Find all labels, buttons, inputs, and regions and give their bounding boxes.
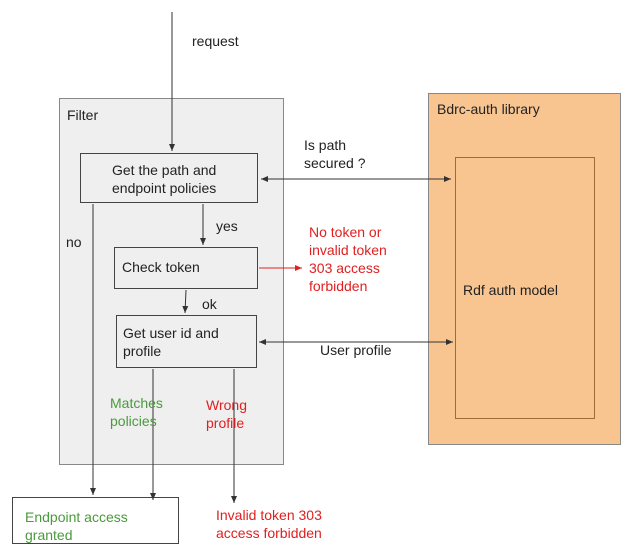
check-token-node (114, 247, 258, 289)
ok-arrow (182, 289, 189, 314)
endpoint-label-line2: granted (25, 527, 73, 543)
get-user-label-line2: profile (123, 343, 162, 359)
endpoint-label-line1: Endpoint access (25, 509, 128, 525)
check-token-label: Check token (122, 259, 200, 275)
matches-policies-line1: Matches (110, 395, 163, 411)
rdf-model-label: Rdf auth model (463, 282, 558, 298)
endpoint-access-node (12, 497, 179, 544)
invalid-token-line2: access forbidden (216, 525, 322, 541)
filter-title: Filter (67, 107, 99, 123)
yes-label: yes (216, 218, 238, 234)
get-user-node (116, 315, 257, 368)
get-path-node (80, 153, 258, 203)
rdf-auth-model-box (455, 157, 595, 419)
no-token-line1: No token or (309, 224, 382, 240)
is-path-secured-line2: secured ? (304, 155, 366, 171)
get-user-label-line1: Get user id and (123, 325, 219, 341)
invalid-token-line1: Invalid token 303 (216, 507, 322, 523)
library-title: Bdrc-auth library (437, 101, 540, 117)
no-token-line3: 303 access (309, 260, 380, 276)
ok-label: ok (202, 296, 217, 312)
user-profile-label: User profile (320, 342, 392, 358)
wrong-profile-line1: Wrong (206, 397, 247, 413)
get-path-label-line1: Get the path and (112, 162, 217, 178)
matches-policies-line2: policies (110, 413, 157, 429)
get-path-label-line2: endpoint policies (112, 180, 217, 196)
request-label: request (192, 33, 239, 49)
no-token-line2: invalid token (309, 242, 387, 258)
wrong-profile-line2: profile (206, 415, 245, 431)
no-token-line4: forbidden (309, 278, 368, 294)
no-label: no (66, 234, 82, 250)
is-path-secured-line1: Is path (304, 137, 347, 153)
